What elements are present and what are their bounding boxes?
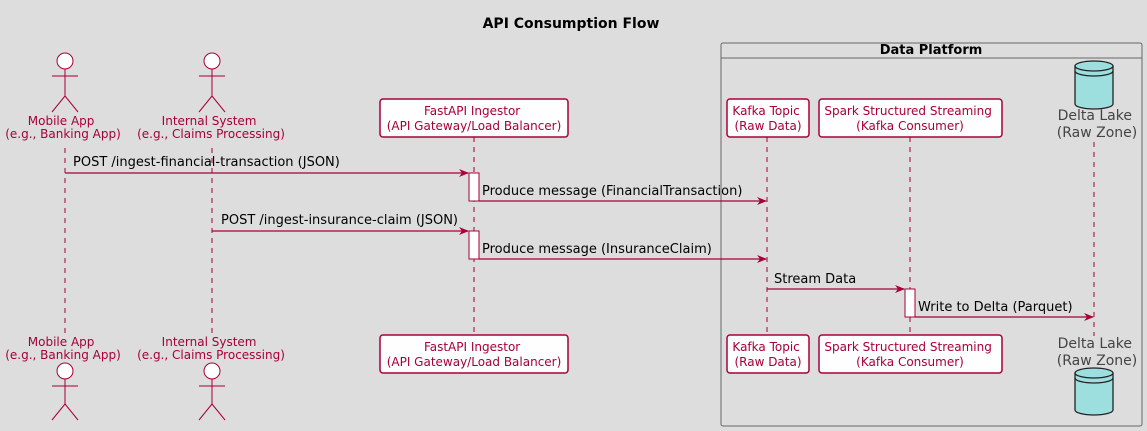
- message-2: Produce message (FinancialTransaction): [479, 184, 767, 205]
- message-label: Produce message (FinancialTransaction): [482, 184, 742, 199]
- database-icon: [1074, 60, 1114, 110]
- participant-label: Delta Lake (Raw Zone): [1057, 108, 1137, 141]
- actor-icon: [203, 362, 221, 380]
- database-delta-bottom: Delta Lake (Raw Zone): [1057, 336, 1137, 416]
- actor-icon: [56, 362, 74, 380]
- actor-internal-bottom: [198, 362, 226, 421]
- database-icon: [1074, 367, 1114, 416]
- message-5: Stream Data: [767, 272, 905, 293]
- diagram-title: API Consumption Flow: [483, 16, 660, 32]
- message-label: POST /ingest-financial-transaction (JSON…: [73, 155, 340, 170]
- participant-label: Spark Structured Streaming (Kafka Consum…: [824, 104, 995, 133]
- participant-label: Internal System (e.g., Claims Processing…: [137, 335, 285, 362]
- message-label: Stream Data: [774, 272, 856, 287]
- participant-kafka-top: Kafka Topic (Raw Data): [726, 98, 810, 138]
- participant-spark-bottom: Spark Structured Streaming (Kafka Consum…: [818, 334, 1003, 374]
- message-1: POST /ingest-financial-transaction (JSON…: [65, 155, 469, 177]
- participant-label: Kafka Topic (Raw Data): [732, 340, 803, 369]
- activations: [468, 172, 916, 318]
- message-label: Produce message (InsuranceClaim): [482, 242, 712, 257]
- messages: POST /ingest-financial-transaction (JSON…: [65, 155, 1094, 321]
- participant-label: FastAPI Ingestor (API Gateway/Load Balan…: [387, 340, 562, 369]
- actor-icon: [203, 52, 221, 70]
- message-label: POST /ingest-insurance-claim (JSON): [221, 213, 458, 228]
- actor-mobile-top: [51, 52, 79, 113]
- activation-bar: [468, 230, 480, 260]
- group-label: Data Platform: [880, 43, 983, 58]
- activation-bar: [468, 172, 480, 202]
- actor-icon: [56, 52, 74, 70]
- participant-label: Delta Lake (Raw Zone): [1057, 336, 1137, 369]
- participant-label: FastAPI Ingestor (API Gateway/Load Balan…: [387, 104, 562, 133]
- actor-internal-top: [198, 52, 226, 113]
- participant-label: Spark Structured Streaming (Kafka Consum…: [824, 340, 995, 369]
- participant-label: Internal System (e.g., Claims Processing…: [137, 114, 285, 141]
- data-platform-group: Data Platform: [720, 42, 1143, 427]
- participant-fastapi-top: FastAPI Ingestor (API Gateway/Load Balan…: [379, 98, 569, 138]
- actor-mobile-bottom: [51, 362, 79, 421]
- participant-fastapi-bottom: FastAPI Ingestor (API Gateway/Load Balan…: [379, 334, 569, 374]
- participant-label: Kafka Topic (Raw Data): [732, 104, 803, 133]
- participant-label: Mobile App (e.g., Banking App): [5, 335, 121, 362]
- participant-spark-top: Spark Structured Streaming (Kafka Consum…: [818, 98, 1003, 138]
- message-3: POST /ingest-insurance-claim (JSON): [212, 213, 469, 235]
- participant-kafka-bottom: Kafka Topic (Raw Data): [726, 334, 810, 374]
- message-4: Produce message (InsuranceClaim): [479, 242, 767, 263]
- message-6: Write to Delta (Parquet): [915, 300, 1094, 321]
- participant-label: Mobile App (e.g., Banking App): [5, 114, 121, 141]
- message-label: Write to Delta (Parquet): [918, 300, 1073, 315]
- activation-bar: [904, 288, 916, 318]
- database-delta-top: Delta Lake (Raw Zone): [1057, 60, 1137, 141]
